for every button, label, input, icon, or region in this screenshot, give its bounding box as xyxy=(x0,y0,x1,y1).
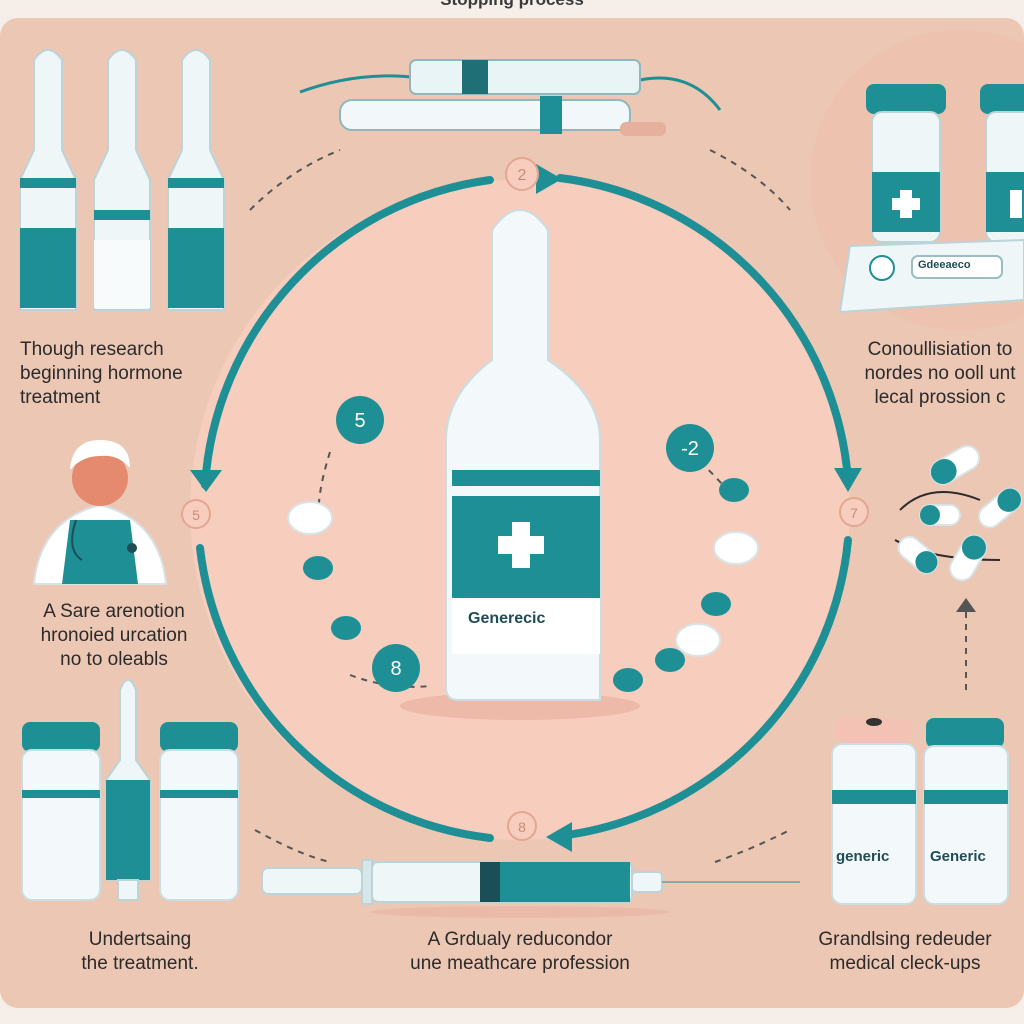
page-title: Stopping process xyxy=(300,0,724,10)
bottom-left-vials xyxy=(21,679,239,901)
kit-label: Gdeeaeco xyxy=(918,259,971,271)
caption-bottom-middle: A Grdualy reducondor une meathcare profe… xyxy=(410,929,630,974)
central-ampoule xyxy=(400,209,640,720)
step-badge-bottom-left-text: 8 xyxy=(390,658,401,680)
pill-chain xyxy=(287,478,759,692)
ampoule-1 xyxy=(19,49,77,311)
arrow-head-right xyxy=(834,468,862,492)
step-badge-bottom-left xyxy=(372,644,420,692)
ring-marker-top xyxy=(505,157,539,191)
caption-bottom-right: Grandlsing redeuder medical cleck-ups xyxy=(818,929,992,974)
step-badge-left xyxy=(336,396,384,444)
step-badge-right-text: -2 xyxy=(681,438,699,460)
arrow-head-top xyxy=(536,164,562,194)
arrow-heads xyxy=(190,164,862,852)
ring-marker-left xyxy=(181,499,211,529)
step-badge-left-text: 5 xyxy=(354,410,365,432)
arrow-right-bottom xyxy=(556,536,852,840)
ring-marker-left-text: 5 xyxy=(192,507,200,523)
arrow-left-top xyxy=(201,176,494,489)
ampoule-3 xyxy=(167,49,225,311)
ring-marker-bottom-text: 8 xyxy=(518,819,526,835)
top-left-ampoules xyxy=(19,49,225,311)
arrow-bottom-left xyxy=(196,544,494,842)
caption-bottom-left: Undertsaing the treatment. xyxy=(81,929,199,974)
ampoule-2 xyxy=(93,49,151,311)
cycle-arrows xyxy=(196,174,852,842)
ring-markers: 2 5 7 8 xyxy=(181,157,869,841)
ring-marker-right xyxy=(839,497,869,527)
vial-label-generic-2: Generic xyxy=(930,848,986,865)
top-right-vials xyxy=(838,84,1024,314)
ring-marker-right-text: 7 xyxy=(850,505,858,521)
bottom-syringe xyxy=(261,859,800,918)
arrow-top-right xyxy=(556,174,852,484)
vial-label-generic-1: generic xyxy=(836,848,890,865)
caption-top-right: Conoullisiation to nordes no ooll unt le… xyxy=(864,339,1016,408)
caption-top-left: Though research beginning hormone treatm… xyxy=(20,339,183,408)
capsule-cluster xyxy=(894,445,1022,612)
arrow-head-bottom xyxy=(546,822,572,852)
ring-marker-bottom xyxy=(507,811,537,841)
doctor-figure xyxy=(32,440,168,585)
ring-marker-top-text: 2 xyxy=(518,167,527,184)
step-badge-right xyxy=(666,424,714,472)
top-syringe xyxy=(299,59,722,136)
arrow-head-left xyxy=(190,470,222,492)
bottom-right-vials xyxy=(831,718,1009,905)
step-badges xyxy=(336,396,714,692)
caption-middle-left: A Sare arenotion hronoied urcation no to… xyxy=(40,601,188,670)
center-vial-label: Generecic xyxy=(468,610,546,627)
